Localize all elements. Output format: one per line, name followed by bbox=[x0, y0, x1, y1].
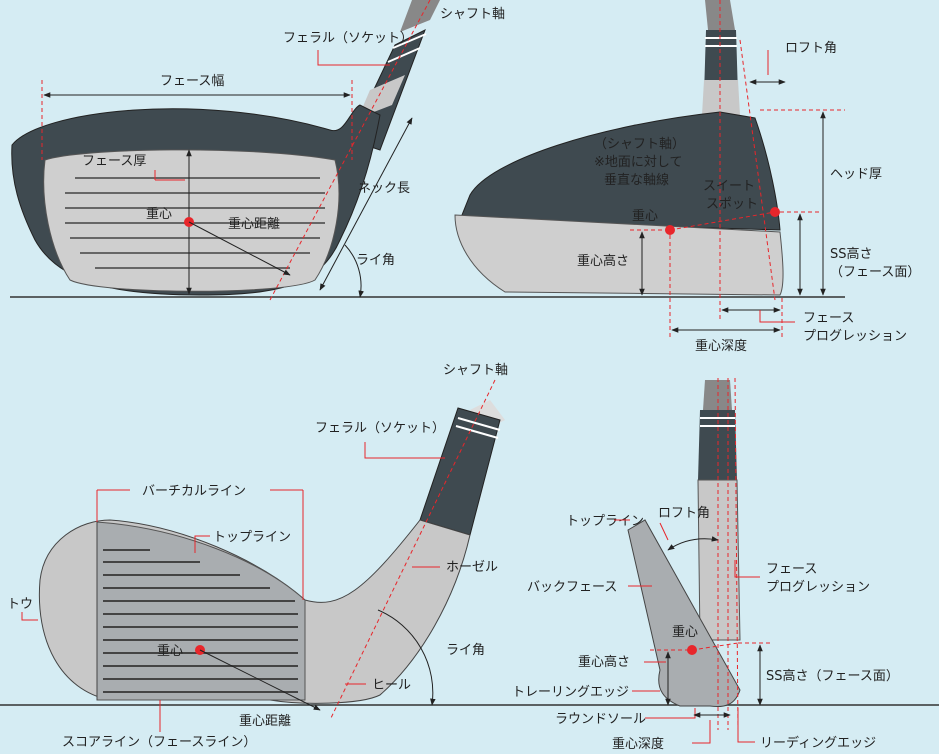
fw-ferrule-label: フェラル（ソケット） bbox=[283, 31, 413, 46]
is-trailing-edge-label: トレーリングエッジ bbox=[512, 685, 629, 700]
fs-head-thickness-label: ヘッド厚 bbox=[830, 167, 882, 182]
if-heel-label: ヒール bbox=[372, 678, 411, 693]
if-cog-label: 重心 bbox=[157, 643, 183, 659]
fw-cog-label: 重心 bbox=[146, 206, 172, 222]
fw-face-thickness-label: フェース厚 bbox=[82, 154, 146, 169]
fs-face-prog-1: フェース bbox=[803, 311, 854, 326]
is-cog-depth-label: 重心深度 bbox=[612, 736, 664, 752]
fs-sweet-spot-1: スイート bbox=[703, 179, 755, 194]
if-vertical-line-label: バーチカルライン bbox=[142, 484, 246, 499]
fw-face-width-label: フェース幅 bbox=[160, 74, 224, 89]
is-ss-height-label: SS高さ（フェース面） bbox=[766, 668, 899, 684]
iron-side-head bbox=[627, 380, 741, 708]
fs-cog-depth-label: 重心深度 bbox=[695, 338, 747, 354]
fs-shaft-note-2: ※地面に対して bbox=[594, 155, 683, 170]
if-top-line-label: トップライン bbox=[213, 530, 291, 545]
is-top-line-label: トップライン bbox=[566, 514, 644, 529]
fw-lie-angle-label: ライ角 bbox=[356, 253, 395, 268]
fs-face-prog-2: プログレッション bbox=[803, 329, 907, 344]
if-toe-label: トウ bbox=[7, 597, 33, 612]
fs-cog-height-label: 重心高さ bbox=[577, 253, 629, 269]
fs-ss-height-1: SS高さ bbox=[830, 246, 873, 262]
fs-cog-label: 重心 bbox=[632, 208, 658, 224]
is-leading-edge-label: リーディングエッジ bbox=[760, 735, 876, 751]
if-score-line-label: スコアライン（フェースライン） bbox=[62, 735, 256, 750]
if-lie-angle-label: ライ角 bbox=[446, 643, 485, 658]
fw-neck-length-arrow bbox=[319, 117, 413, 291]
fs-shaft-note-1: （シャフト軸） bbox=[594, 137, 685, 152]
fw-shaft-axis-label: シャフト軸 bbox=[440, 7, 505, 22]
fs-sweet-spot-2: スポット bbox=[706, 197, 758, 212]
fs-shaft-note-3: 垂直な軸線 bbox=[604, 172, 669, 188]
fs-ss-height-2: （フェース面） bbox=[830, 265, 920, 280]
fairway-side-head bbox=[454, 0, 784, 296]
is-round-sole-label: ラウンドソール bbox=[555, 712, 646, 727]
if-shaft-axis-label: シャフト軸 bbox=[443, 363, 508, 378]
is-loft-angle-label: ロフト角 bbox=[658, 506, 710, 521]
is-cog-height-label: 重心高さ bbox=[578, 654, 630, 670]
fw-cog-distance-label: 重心距離 bbox=[228, 216, 280, 232]
fw-neck-length-label: ネック長 bbox=[358, 181, 410, 196]
fs-loft-angle-label: ロフト角 bbox=[785, 41, 837, 56]
is-back-face-label: バックフェース bbox=[527, 580, 617, 595]
is-face-prog-2: プログレッション bbox=[766, 580, 870, 595]
is-face-prog-1: フェース bbox=[766, 562, 817, 577]
if-cog-distance-label: 重心距離 bbox=[239, 713, 291, 729]
is-cog-label: 重心 bbox=[672, 624, 698, 640]
if-ferrule-label: フェラル（ソケット） bbox=[315, 421, 445, 436]
iron-front-head bbox=[38, 400, 505, 704]
if-hosel-label: ホーゼル bbox=[446, 560, 498, 575]
